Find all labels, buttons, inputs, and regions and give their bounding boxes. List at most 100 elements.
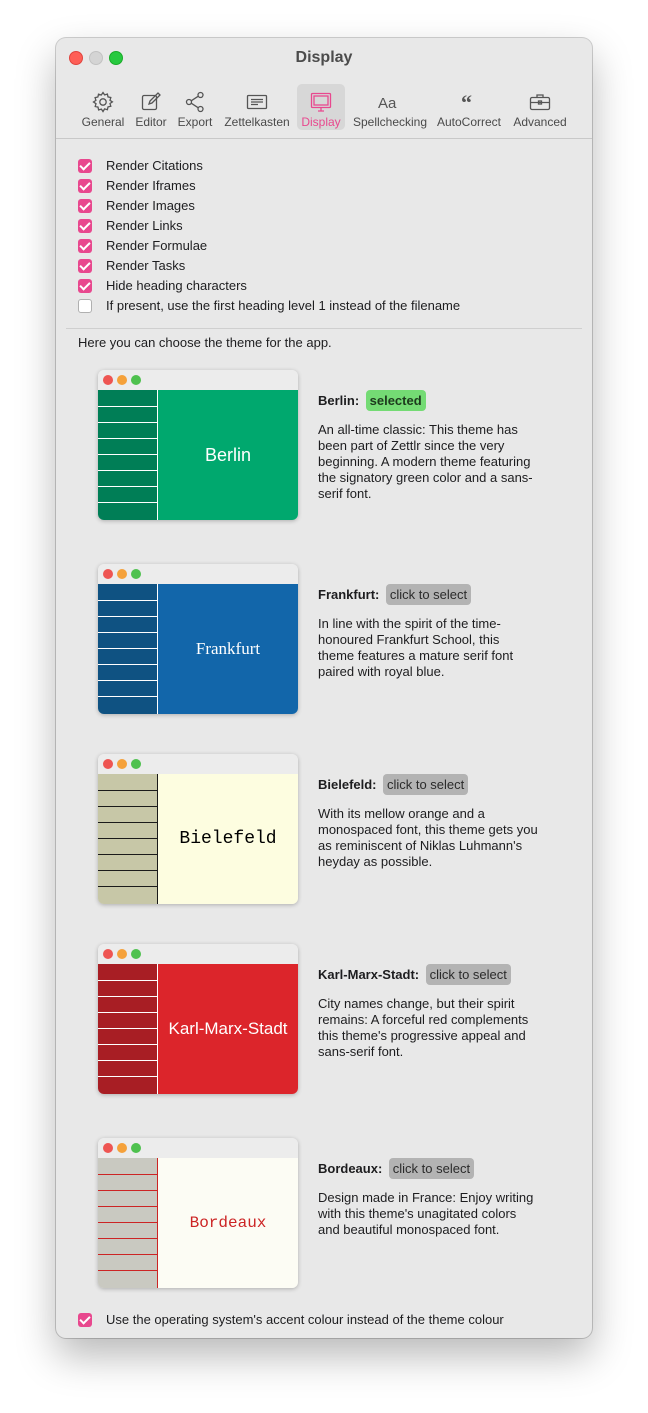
svg-text:“: “	[461, 90, 472, 114]
divider	[66, 328, 582, 329]
checkbox[interactable]	[78, 199, 92, 213]
checkbox[interactable]	[78, 179, 92, 193]
tab-label: Advanced	[513, 115, 567, 129]
preview-sidebar	[98, 584, 157, 714]
preview-main: Karl-Marx-Stadt	[158, 964, 298, 1094]
tab-export[interactable]: Export	[174, 84, 216, 130]
select-theme-button[interactable]: click to select	[388, 1158, 475, 1179]
preview-sidebar-line	[98, 1190, 157, 1191]
preview-divider	[157, 774, 158, 904]
theme-preview[interactable]: Bordeaux	[98, 1138, 298, 1288]
tab-general[interactable]: General	[78, 84, 128, 130]
option-label: Render Links	[106, 218, 183, 233]
checkbox[interactable]	[78, 1313, 92, 1327]
preview-label: Bielefeld	[179, 829, 277, 849]
preview-sidebar-line	[98, 1028, 157, 1029]
preview-sidebar	[98, 1158, 157, 1288]
preview-sidebar	[98, 774, 157, 904]
preview-divider	[157, 964, 158, 1094]
preview-sidebar-line	[98, 790, 157, 791]
minimize-window-button[interactable]	[89, 51, 103, 65]
checkbox[interactable]	[78, 159, 92, 173]
preview-divider	[157, 390, 158, 520]
theme-description: Design made in France: Enjoy writing wit…	[318, 1190, 534, 1237]
preview-label: Frankfurt	[195, 639, 261, 658]
preview-sidebar-line	[98, 996, 157, 997]
checkbox[interactable]	[78, 279, 92, 293]
checkbox[interactable]	[78, 259, 92, 273]
preview-label: Berlin	[204, 444, 252, 465]
preview-main: Berlin	[158, 390, 298, 520]
tab-display[interactable]: Display	[297, 84, 345, 130]
theme-preview[interactable]: Frankfurt	[98, 564, 298, 714]
window-title: Display	[295, 49, 353, 66]
preview-divider	[157, 1158, 158, 1288]
theme-bordeaux[interactable]: Bordeaux Bordeaux: click to select Desig…	[98, 1138, 538, 1288]
tab-autocorrect[interactable]: “ AutoCorrect	[434, 84, 504, 130]
tab-label: Export	[177, 115, 213, 129]
spellcheck-icon: Aa	[378, 95, 397, 112]
option-label: Render Images	[106, 198, 195, 213]
theme-preview[interactable]: Berlin	[98, 370, 298, 520]
checkbox[interactable]	[78, 219, 92, 233]
preview-label: Bordeaux	[189, 1214, 267, 1232]
theme-info: Berlin: selected An all-time classic: Th…	[318, 390, 538, 502]
zoom-window-button[interactable]	[109, 51, 123, 65]
tab-label: Spellchecking	[352, 115, 428, 129]
titlebar: Display General Editor	[56, 38, 592, 139]
tab-spellchecking[interactable]: Aa Spellchecking	[351, 84, 429, 130]
svg-text:Aa: Aa	[378, 95, 397, 112]
option-label: Render Formulae	[106, 238, 208, 253]
preview-titlebar	[98, 754, 298, 774]
theme-selected-badge: selected	[365, 390, 426, 411]
preview-sidebar-line	[98, 1270, 157, 1271]
tab-zettelkasten[interactable]: Zettelkasten	[222, 84, 292, 130]
preview-sidebar-line	[98, 422, 157, 423]
card-icon	[246, 94, 268, 110]
select-theme-button[interactable]: click to select	[425, 964, 511, 985]
theme-preview[interactable]: Bielefeld	[98, 754, 298, 904]
preview-sidebar-line	[98, 648, 157, 649]
checkbox[interactable]	[78, 299, 92, 313]
tab-label: Display	[301, 115, 341, 129]
theme-name: Bordeaux:	[318, 1161, 383, 1176]
theme-name: Bielefeld:	[318, 777, 377, 792]
preview-sidebar-line	[98, 980, 157, 981]
theme-name: Berlin:	[318, 393, 360, 408]
preview-main: Frankfurt	[158, 584, 298, 714]
preview-sidebar-line	[98, 822, 157, 823]
preview-sidebar-line	[98, 1076, 157, 1077]
theme-bielefeld[interactable]: Bielefeld Bielefeld: click to select Wit…	[98, 754, 538, 904]
theme-preview[interactable]: Karl-Marx-Stadt	[98, 944, 298, 1094]
theme-description: City names change, but their spirit rema…	[318, 996, 529, 1059]
tab-editor[interactable]: Editor	[130, 84, 172, 130]
preview-sidebar	[98, 390, 157, 520]
preview-sidebar-line	[98, 1254, 157, 1255]
preview-main: Bielefeld	[158, 774, 298, 904]
theme-name: Frankfurt:	[318, 587, 380, 602]
preview-sidebar-line	[98, 1206, 157, 1207]
preview-sidebar-line	[98, 854, 157, 855]
select-theme-button[interactable]: click to select	[382, 774, 469, 795]
theme-frankfurt[interactable]: Frankfurt Frankfurt: click to select In …	[98, 564, 538, 714]
tab-label: Zettelkasten	[224, 115, 290, 129]
checkbox[interactable]	[78, 239, 92, 253]
theme-info: Bordeaux: click to select Design made in…	[318, 1158, 538, 1238]
tab-advanced[interactable]: Advanced	[510, 84, 570, 130]
select-theme-button[interactable]: click to select	[385, 584, 472, 605]
preview-sidebar-line	[98, 1222, 157, 1223]
preferences-window: Display General Editor	[56, 38, 592, 1338]
option-label: Render Tasks	[106, 258, 186, 273]
preview-sidebar-line	[98, 696, 157, 697]
option-label: Hide heading characters	[106, 278, 247, 293]
preview-sidebar-line	[98, 680, 157, 681]
theme-berlin[interactable]: Berlin Berlin: selected An all-time clas…	[98, 370, 538, 520]
preview-sidebar-line	[98, 870, 157, 871]
theme-karl-marx-stadt[interactable]: Karl-Marx-Stadt Karl-Marx-Stadt: click t…	[98, 944, 538, 1094]
option-label: Render Citations	[106, 158, 203, 173]
close-window-button[interactable]	[69, 51, 83, 65]
preview-sidebar-line	[98, 838, 157, 839]
monitor-icon	[310, 92, 332, 112]
preview-sidebar-line	[98, 600, 157, 601]
preview-sidebar-line	[98, 406, 157, 407]
